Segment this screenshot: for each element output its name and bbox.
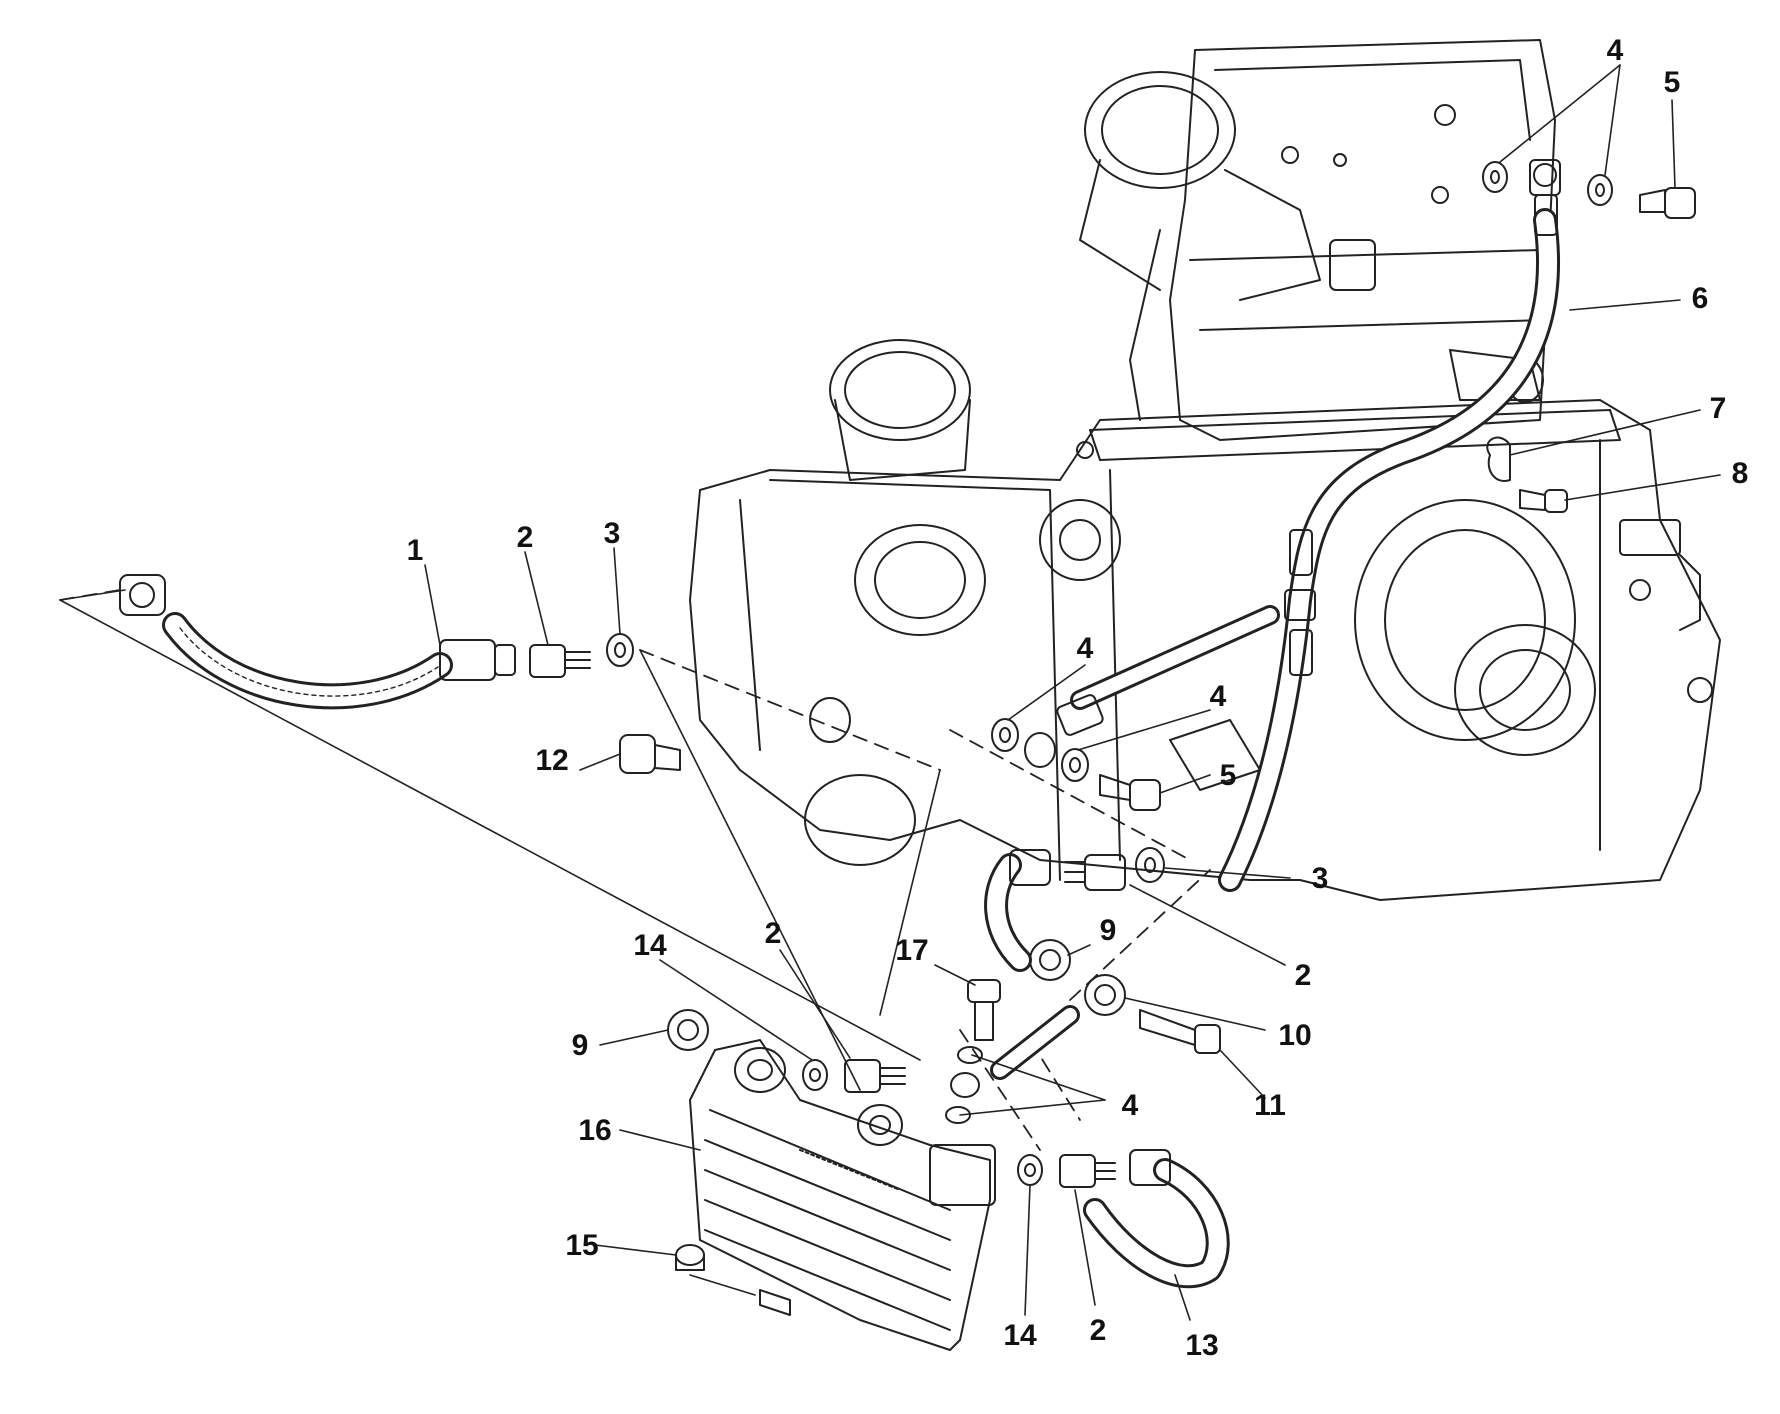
- hose-short-diag: [990, 1005, 1080, 1080]
- callout-4-top: 4: [1607, 34, 1624, 67]
- callout-labels: 1 2 3 4 5 6 7 8 4 4 5 12 3 2 9 10 11 17 …: [407, 34, 1749, 1362]
- washer-4-mid-b: [1061, 748, 1089, 782]
- washer-4-top-a: [1482, 161, 1508, 193]
- fitting-2-cooler: [844, 1059, 906, 1093]
- hose-6: [1218, 159, 1561, 892]
- callout-2-cooler: 2: [765, 917, 782, 950]
- callout-4-bottom: 4: [1122, 1089, 1139, 1122]
- callout-17: 17: [895, 934, 928, 967]
- callout-4-mid-left: 4: [1077, 632, 1094, 665]
- hose-elbow-right: [984, 849, 1051, 972]
- callout-5-mid: 5: [1220, 759, 1237, 792]
- washer-3-right: [1135, 847, 1165, 883]
- washer-4-top-b: [1587, 174, 1613, 206]
- washers-4-bottom: [945, 1046, 983, 1124]
- callout-11: 11: [1254, 1089, 1286, 1122]
- banjo-mid: [1024, 732, 1056, 768]
- callout-3-top: 3: [604, 517, 621, 550]
- callout-2-bottom: 2: [1090, 1314, 1107, 1347]
- washer-3-left: [606, 633, 634, 667]
- callout-13: 13: [1185, 1329, 1218, 1362]
- callout-6: 6: [1692, 282, 1709, 315]
- callout-1: 1: [407, 534, 424, 567]
- screw-8: [1519, 489, 1568, 513]
- callout-9-left: 9: [572, 1029, 589, 1062]
- callout-4-mid-right: 4: [1210, 680, 1227, 713]
- spacer-10: [1084, 974, 1126, 1016]
- plug-15: [675, 1244, 705, 1271]
- engine-rear-cylinder: [1079, 39, 1556, 441]
- clamp-7: [1486, 436, 1511, 482]
- leader-lines: [424, 64, 1721, 1321]
- bolt-5-mid: [1099, 774, 1161, 811]
- callout-10: 10: [1278, 1019, 1311, 1052]
- bolt-11: [1139, 1009, 1221, 1054]
- assembly-solid-guides: [59, 589, 941, 1091]
- bolt-5-top: [1639, 187, 1696, 219]
- hose-branch: [1056, 605, 1280, 736]
- callout-8: 8: [1732, 457, 1749, 490]
- washer-14-bottom: [1017, 1154, 1043, 1186]
- callout-15: 15: [565, 1229, 598, 1262]
- oil-cooler-16: [689, 1039, 996, 1351]
- engine-crankcase: [689, 339, 1721, 901]
- bolt-17: [967, 979, 1001, 1041]
- washer-4-mid-a: [991, 718, 1019, 752]
- fitting-2-bottom: [1059, 1154, 1116, 1188]
- hose-13: [1083, 1149, 1230, 1289]
- bolt-12: [619, 734, 681, 774]
- callout-5-top: 5: [1664, 66, 1681, 99]
- fitting-2-left: [529, 644, 591, 678]
- nut-9-left: [667, 1009, 709, 1051]
- callout-9-right: 9: [1100, 914, 1117, 947]
- callout-14-bottom: 14: [1003, 1319, 1037, 1352]
- hose-1: [119, 574, 516, 710]
- callout-2-right: 2: [1295, 959, 1312, 992]
- callout-2-top: 2: [517, 521, 534, 554]
- callout-3-right: 3: [1312, 862, 1329, 895]
- fitting-2-right: [1064, 854, 1126, 891]
- washer-14-top: [802, 1059, 828, 1091]
- callout-7: 7: [1710, 392, 1727, 425]
- nut-9-right: [1029, 939, 1071, 981]
- callout-16: 16: [578, 1114, 611, 1147]
- callout-12: 12: [535, 744, 568, 777]
- callout-14-top: 14: [633, 929, 667, 962]
